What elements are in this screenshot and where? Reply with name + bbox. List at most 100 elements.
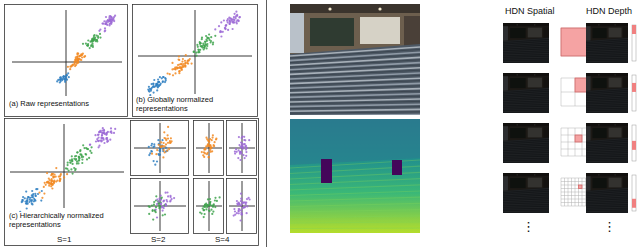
figure-circle bbox=[174, 68, 176, 70]
figure-g bbox=[290, 119, 420, 233]
figure-circle bbox=[238, 149, 240, 151]
figure-circle bbox=[65, 75, 67, 77]
figure-circle bbox=[203, 149, 205, 151]
figure-circle bbox=[185, 54, 187, 56]
figure-circle bbox=[98, 133, 100, 135]
figure-circle bbox=[114, 128, 116, 130]
figure-circle bbox=[53, 176, 55, 178]
figure-circle bbox=[148, 91, 150, 93]
figure-circle bbox=[65, 167, 67, 169]
figure-rect bbox=[194, 121, 224, 176]
figure-circle bbox=[212, 134, 214, 136]
figure-circle bbox=[155, 153, 157, 155]
figure-circle bbox=[170, 137, 172, 139]
figure-circle bbox=[220, 31, 222, 33]
figure-circle bbox=[85, 154, 87, 156]
figure-circle bbox=[162, 210, 164, 212]
figure-circle bbox=[210, 41, 212, 43]
figure-circle bbox=[207, 204, 209, 206]
figure-circle bbox=[198, 51, 200, 53]
figure-circle bbox=[240, 213, 242, 215]
figure-circle bbox=[236, 22, 238, 24]
figure-circle bbox=[106, 132, 108, 134]
figure-circle bbox=[43, 186, 45, 188]
figure-circle bbox=[31, 196, 33, 198]
figure-circle bbox=[203, 209, 205, 211]
figure-circle bbox=[163, 149, 165, 151]
figure-circle bbox=[67, 162, 69, 164]
figure-circle bbox=[105, 23, 107, 25]
figure-circle bbox=[153, 201, 155, 203]
figure-circle bbox=[166, 150, 168, 152]
figure-circle bbox=[40, 200, 42, 202]
figure-circle bbox=[242, 202, 244, 204]
figure-line bbox=[290, 191, 420, 196]
figure-line bbox=[10, 172, 124, 173]
figure-circle bbox=[45, 184, 47, 186]
figure-circle bbox=[204, 204, 206, 206]
figure-circle bbox=[165, 143, 167, 145]
figure-circle bbox=[220, 21, 222, 23]
figure-circle bbox=[69, 159, 71, 161]
figure-rect bbox=[632, 25, 636, 61]
figure-circle bbox=[84, 55, 86, 57]
figure-circle bbox=[67, 164, 69, 166]
figure-circle bbox=[152, 85, 154, 87]
figure-circle bbox=[46, 172, 48, 174]
figure-circle bbox=[78, 57, 80, 59]
figure-circle bbox=[51, 178, 53, 180]
panel-caption: (a) Raw representations bbox=[8, 100, 90, 109]
figure-circle bbox=[238, 16, 240, 18]
figure-use bbox=[503, 123, 549, 164]
figure-circle bbox=[148, 213, 150, 215]
figure-circle bbox=[34, 193, 36, 195]
figure-circle bbox=[200, 45, 202, 47]
figure-circle bbox=[79, 55, 81, 57]
figure-circle bbox=[59, 180, 61, 182]
figure-circle bbox=[165, 204, 167, 206]
figure-circle bbox=[74, 65, 76, 67]
figure-circle bbox=[198, 51, 200, 53]
figure-circle bbox=[208, 39, 210, 41]
figure-circle bbox=[38, 192, 40, 194]
figure-circle bbox=[160, 194, 162, 196]
figure-circle bbox=[106, 141, 108, 143]
figure-circle bbox=[219, 31, 221, 33]
figure-g bbox=[10, 10, 255, 231]
figure-circle bbox=[43, 193, 45, 195]
figure-g bbox=[503, 23, 636, 214]
figure-circle bbox=[80, 59, 82, 61]
figure-circle bbox=[199, 42, 201, 44]
figure-line bbox=[290, 210, 420, 212]
figure-circle bbox=[104, 27, 106, 29]
figure-circle bbox=[113, 132, 115, 134]
figure-circle bbox=[101, 137, 103, 139]
figure-circle bbox=[215, 138, 217, 140]
figure-circle bbox=[164, 151, 166, 153]
figure-circle bbox=[75, 155, 77, 157]
figure-circle bbox=[162, 148, 164, 150]
figure-use bbox=[586, 49, 628, 63]
figure-circle bbox=[213, 145, 215, 147]
figure-circle bbox=[101, 134, 103, 136]
figure-circle bbox=[33, 200, 35, 202]
figure-line bbox=[561, 202, 589, 203]
figure-circle bbox=[160, 83, 162, 85]
figure-circle bbox=[207, 144, 209, 146]
figure-circle bbox=[26, 207, 28, 209]
figure-circle bbox=[236, 19, 238, 21]
figure-circle bbox=[90, 152, 92, 154]
figure-circle bbox=[149, 88, 151, 90]
figure-circle bbox=[148, 86, 150, 88]
figure-circle bbox=[233, 208, 235, 210]
figure-circle bbox=[238, 210, 240, 212]
figure-circle bbox=[86, 148, 88, 150]
figure-circle bbox=[98, 145, 100, 147]
figure-circle bbox=[245, 151, 247, 153]
figure-circle bbox=[177, 64, 179, 66]
figure-circle bbox=[229, 17, 231, 19]
figure-circle bbox=[196, 44, 198, 46]
figure-circle bbox=[47, 182, 49, 184]
figure-circle bbox=[206, 153, 208, 155]
figure-circle bbox=[78, 156, 80, 158]
